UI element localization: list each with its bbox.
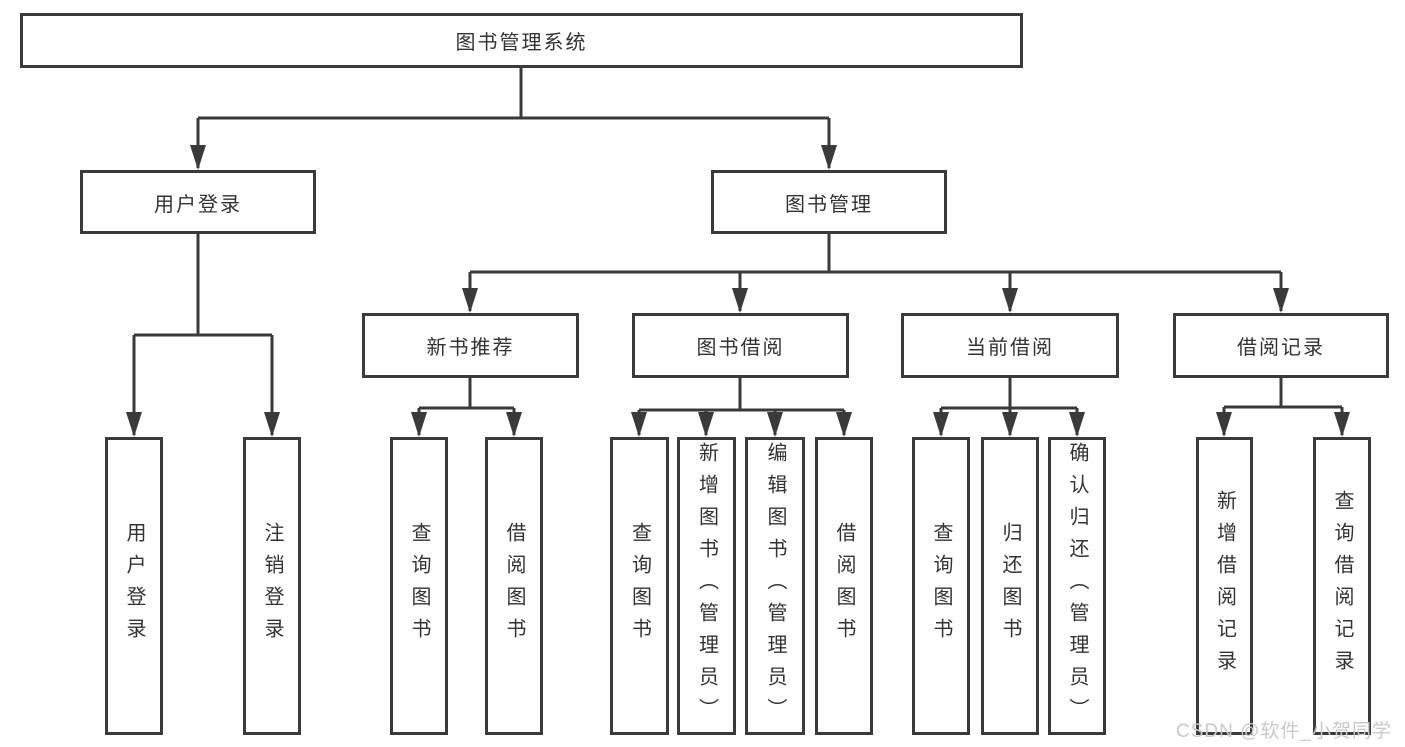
node-current-borrow-label: 当前借阅 — [966, 337, 1054, 359]
connector-new-book-rec-to-leaves — [417, 378, 516, 435]
csdn-watermark: CSDN @软件_小贺同学 — [1176, 721, 1392, 742]
connector-book-borrow-to-leaves — [637, 378, 846, 435]
node-user-login: 用户登录 — [80, 170, 316, 234]
leaf-edit-books-admin-label: 编辑图书（管理员） — [764, 442, 786, 730]
leaf-return-books-label: 归还图书 — [999, 522, 1021, 650]
leaf-edit-books-admin: 编辑图书（管理员） — [745, 437, 805, 735]
connector-book-mgmt-to-level3 — [468, 234, 1283, 311]
leaf-add-books-admin: 新增图书（管理员） — [677, 437, 736, 735]
connector-user-login-to-leaves — [132, 234, 274, 435]
leaf-query-borrow-record-label: 查询借阅记录 — [1331, 490, 1353, 682]
node-root-label: 图书管理系统 — [455, 32, 588, 54]
leaf-borrow-books-1-label: 借阅图书 — [503, 522, 525, 650]
connector-borrow-records-to-leaves — [1222, 378, 1344, 435]
leaf-borrow-books-2-label: 借阅图书 — [833, 522, 855, 650]
node-book-borrow: 图书借阅 — [632, 313, 849, 378]
leaf-confirm-return-admin: 确认归还（管理员） — [1048, 437, 1106, 735]
leaf-confirm-return-admin-label: 确认归还（管理员） — [1066, 442, 1088, 730]
leaf-query-borrow-record: 查询借阅记录 — [1313, 437, 1371, 735]
leaf-add-borrow-record-label: 新增借阅记录 — [1213, 490, 1236, 682]
leaf-user-login-label: 用户登录 — [123, 522, 145, 650]
node-book-borrow-label: 图书借阅 — [696, 337, 785, 359]
node-current-borrow: 当前借阅 — [901, 313, 1119, 378]
leaf-query-books-3: 查询图书 — [912, 437, 970, 735]
node-new-book-recommendation-label: 新书推荐 — [426, 337, 515, 359]
connector-current-borrow-to-leaves — [939, 378, 1079, 435]
node-root-library-system: 图书管理系统 — [20, 13, 1023, 68]
leaf-borrow-books-1: 借阅图书 — [485, 437, 543, 735]
connector-root-to-level2 — [196, 68, 831, 168]
leaf-query-books-2-label: 查询图书 — [628, 522, 651, 650]
leaf-user-login: 用户登录 — [105, 437, 163, 735]
leaf-logout: 注销登录 — [243, 437, 301, 735]
leaf-return-books: 归还图书 — [981, 437, 1039, 735]
leaf-query-books-1: 查询图书 — [390, 437, 448, 735]
node-book-management-label: 图书管理 — [785, 193, 873, 216]
node-new-book-recommendation: 新书推荐 — [362, 313, 579, 378]
node-borrow-records-label: 借阅记录 — [1237, 337, 1325, 359]
node-borrow-records: 借阅记录 — [1173, 313, 1389, 378]
leaf-query-books-1-label: 查询图书 — [408, 522, 430, 650]
leaf-logout-label: 注销登录 — [261, 522, 283, 650]
node-user-login-label: 用户登录 — [154, 193, 242, 216]
leaf-borrow-books-2: 借阅图书 — [815, 437, 873, 735]
leaf-query-books-2: 查询图书 — [610, 437, 669, 735]
leaf-add-books-admin-label: 新增图书（管理员） — [695, 442, 718, 730]
node-book-management: 图书管理 — [711, 170, 947, 234]
leaf-add-borrow-record: 新增借阅记录 — [1196, 437, 1253, 735]
leaf-query-books-3-label: 查询图书 — [930, 522, 952, 650]
